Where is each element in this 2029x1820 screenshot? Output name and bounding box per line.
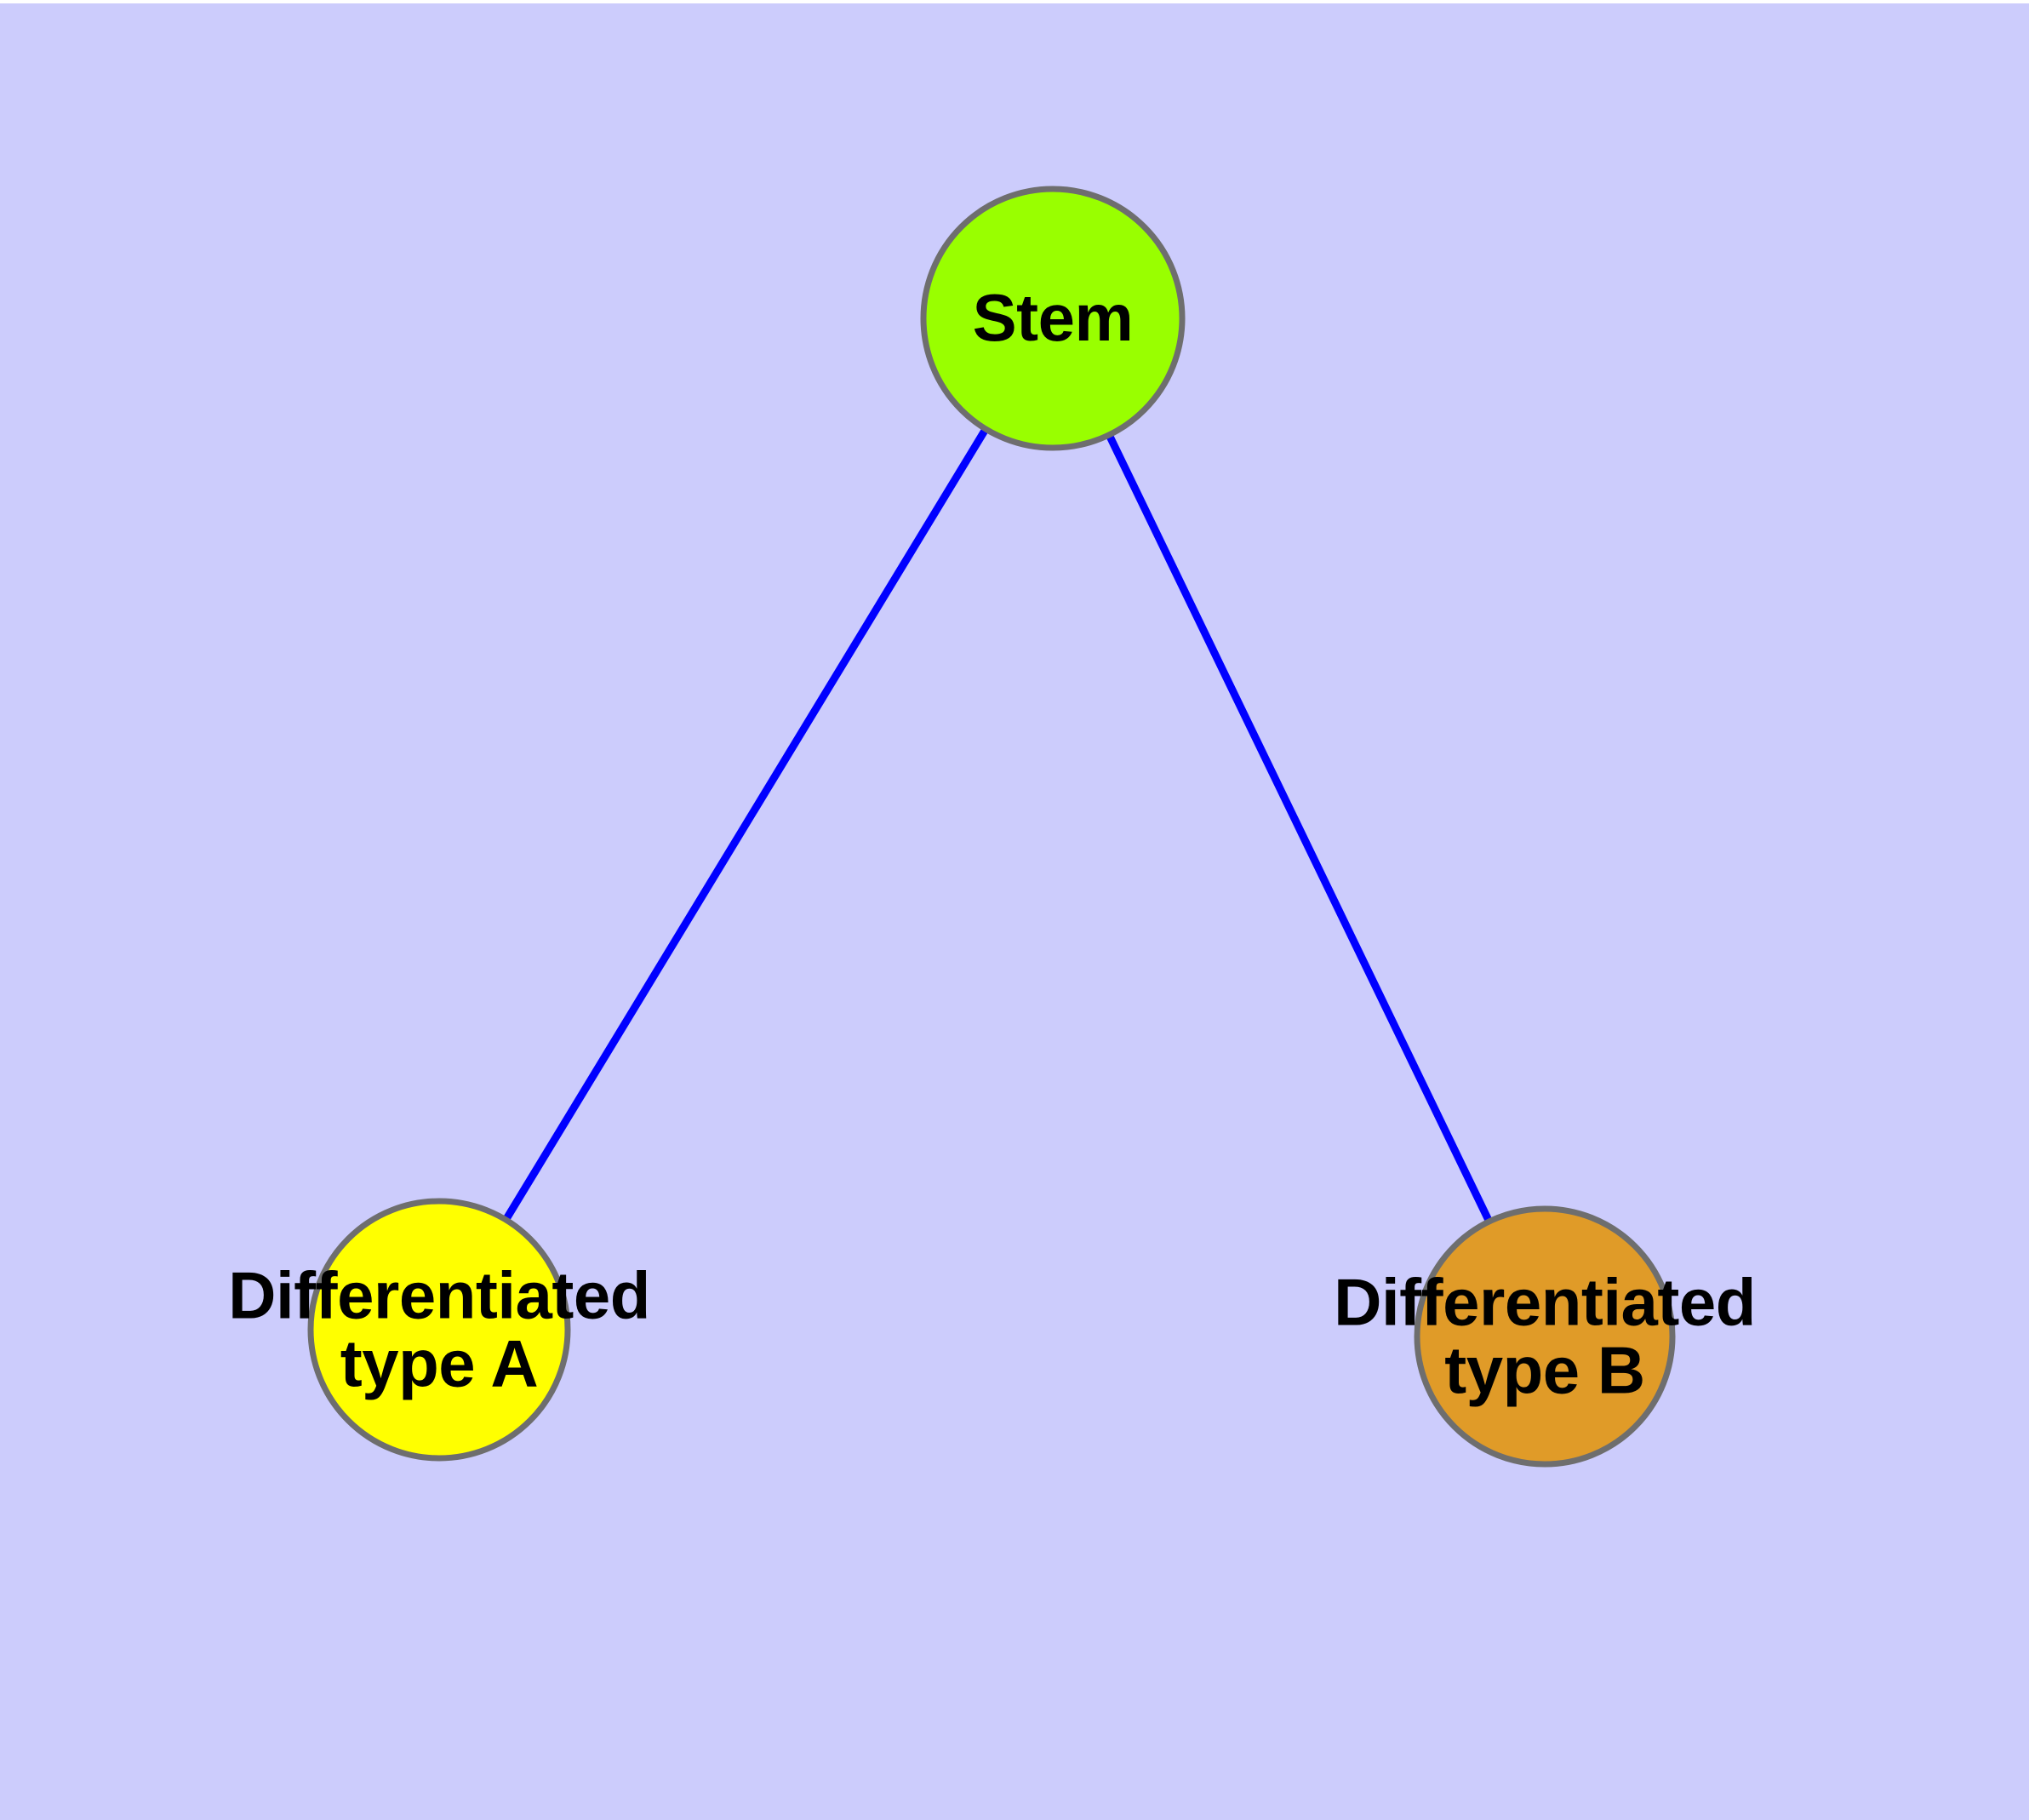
- edge-stem-to-differentiated-type-b[interactable]: [1103, 428, 1495, 1228]
- edge-stem-to-differentiated-type-a[interactable]: [500, 422, 992, 1227]
- node-differentiated-type-b[interactable]: [1414, 1205, 1676, 1468]
- edge-layer: [500, 422, 1495, 1228]
- node-differentiated-type-a[interactable]: [307, 1198, 571, 1462]
- node-layer: [307, 186, 1676, 1468]
- node-stem[interactable]: [920, 186, 1186, 451]
